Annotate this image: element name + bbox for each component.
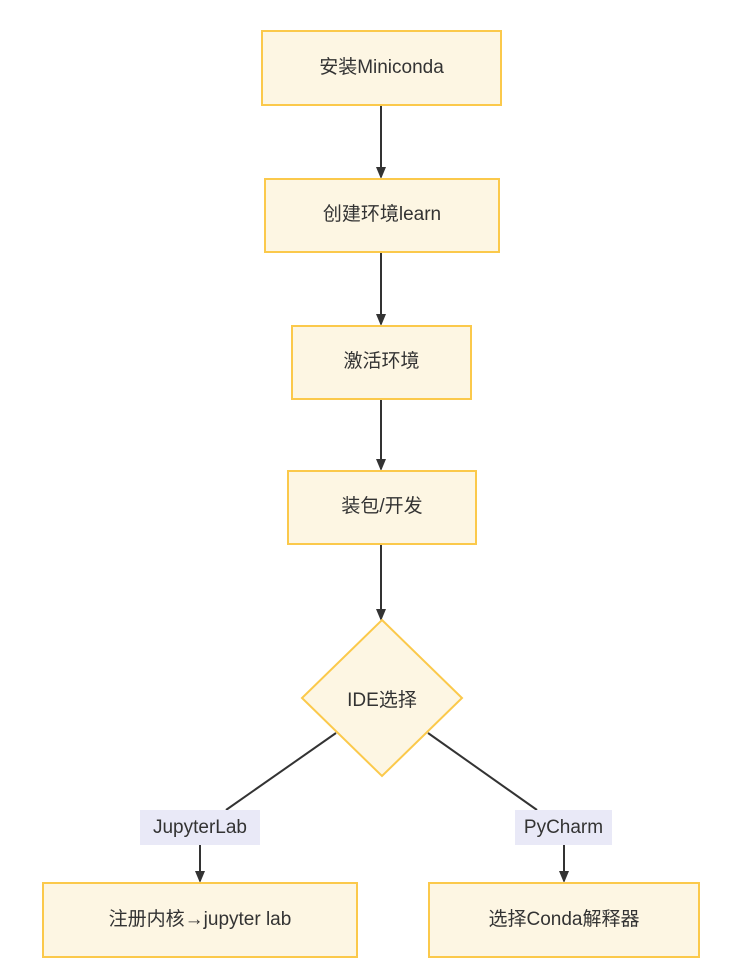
edge-label-pycharm: PyCharm: [515, 810, 612, 845]
edge-ide-choice-to-pycharm-diagonal: [427, 732, 538, 811]
node-create-env-learn: 创建环境learn: [264, 178, 500, 253]
node-ide-choice-shape: [300, 618, 464, 778]
edge-ide-choice-to-jupyterlab-diagonal: [225, 732, 337, 811]
node-packages-dev: 装包/开发: [287, 470, 477, 545]
edge-label-jupyterlab: JupyterLab: [140, 810, 260, 845]
node-activate-env: 激活环境: [291, 325, 472, 400]
node-register-kernel-jupyter-lab: 注册内核→jupyter lab: [42, 882, 358, 958]
node-select-conda-interpreter: 选择Conda解释器: [428, 882, 700, 958]
node-install-miniconda: 安装Miniconda: [261, 30, 502, 106]
node-ide-choice-label: IDE选择: [347, 689, 417, 711]
